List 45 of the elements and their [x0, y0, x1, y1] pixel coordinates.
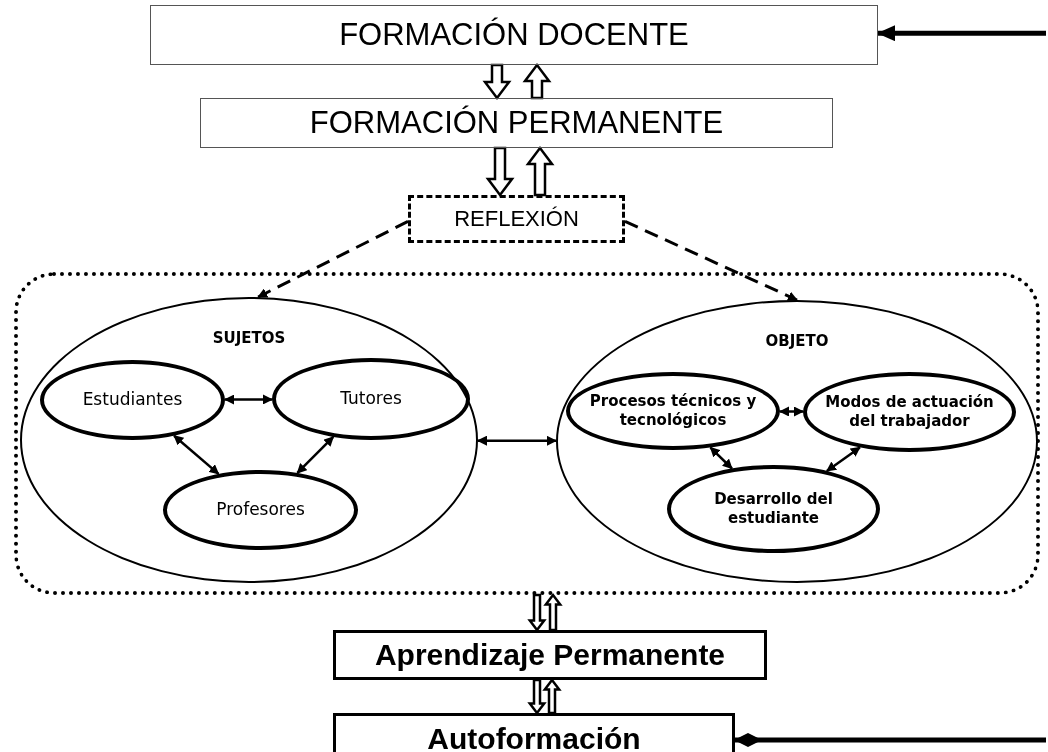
ellipse-node: [667, 465, 880, 553]
double-arrow: [173, 434, 220, 475]
double-arrow: [224, 394, 273, 405]
dotted-container: [14, 272, 1040, 595]
dashed-arrow: [624, 220, 798, 302]
node-label: Autoformación: [426, 720, 642, 752]
node-label: Desarrollo del estudiante: [713, 490, 834, 528]
double-arrow: [477, 435, 557, 446]
node-label: FORMACIÓN PERMANENTE: [308, 103, 725, 142]
arrow: [877, 25, 1046, 42]
double-arrow: [709, 446, 733, 470]
hollow-arrow: [522, 62, 552, 100]
dashed-arrow: [257, 220, 409, 299]
double-arrow: [779, 406, 804, 417]
node-label: Tutores: [339, 388, 403, 410]
node-label: FORMACIÓN DOCENTE: [338, 15, 690, 54]
hollow-arrow: [542, 677, 562, 715]
process-box: [333, 713, 735, 752]
ellipse-node: [566, 372, 780, 450]
ellipse-node: [163, 470, 358, 550]
hollow-arrow: [543, 592, 563, 632]
dashed-box: [408, 195, 625, 243]
double-arrow: [296, 436, 335, 474]
hollow-arrow: [482, 63, 512, 101]
node-label: Aprendizaje Permanente: [373, 637, 727, 674]
ellipse-node: [40, 360, 225, 440]
node-label: Profesores: [215, 499, 306, 521]
process-box: [200, 98, 833, 148]
group-heading: OBJETO: [764, 332, 830, 351]
hollow-arrow: [527, 593, 547, 633]
group-heading: SUJETOS: [211, 329, 287, 348]
ellipse-node: [272, 358, 470, 440]
group-ellipse: [20, 297, 478, 583]
title-box: [150, 5, 878, 65]
hollow-arrow: [485, 146, 515, 198]
hollow-arrow: [525, 145, 555, 197]
group-ellipse: [556, 300, 1038, 583]
node-label: REFLEXIÓN: [453, 205, 580, 233]
hollow-arrow: [527, 678, 547, 716]
node-label: Modos de actuación del trabajador: [824, 393, 995, 431]
node-label: Estudiantes: [81, 389, 184, 411]
process-box: [333, 630, 767, 680]
ellipse-node: [803, 372, 1016, 452]
double-arrow: [826, 446, 861, 472]
node-label: Procesos técnicos y tecnológicos: [588, 392, 758, 430]
